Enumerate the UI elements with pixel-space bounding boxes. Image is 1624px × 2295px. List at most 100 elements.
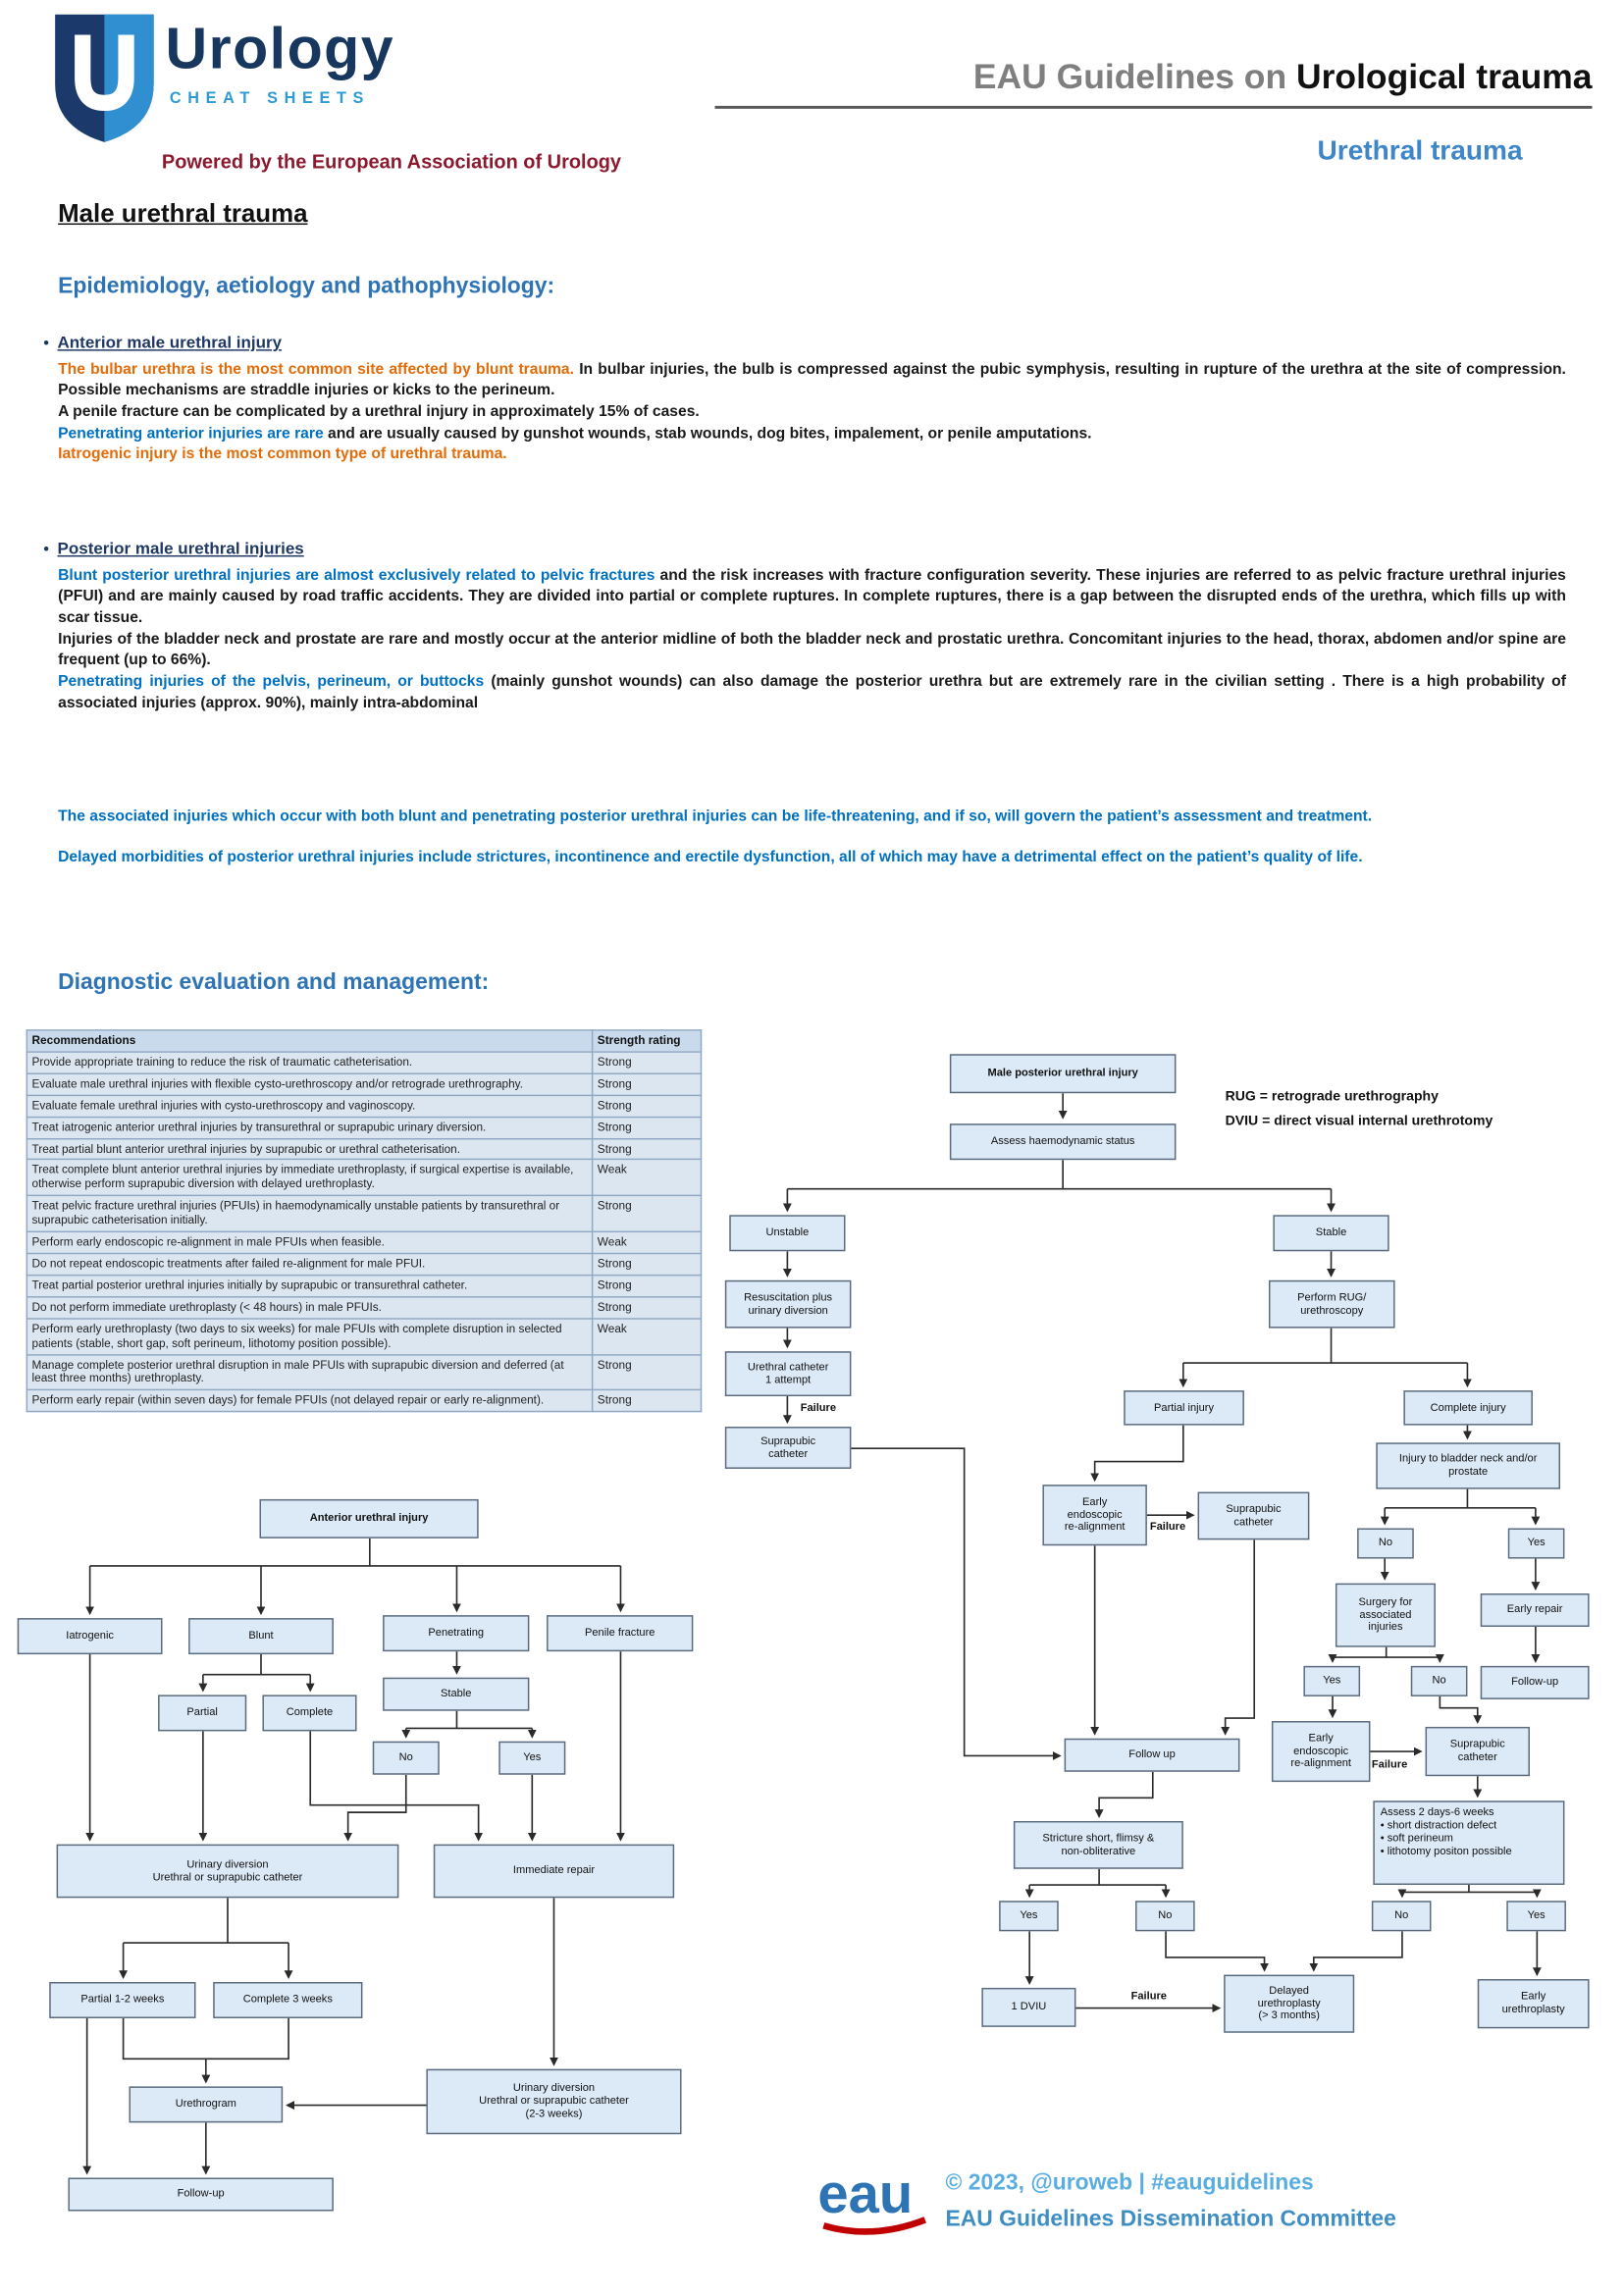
strength-rating: Weak	[591, 1159, 703, 1197]
node-yes-anterior: Yes	[498, 1741, 566, 1775]
node-surgery-associated-injuries: Surgery for associated injuries	[1335, 1583, 1436, 1647]
footer-copyright: © 2023, @uroweb | #eauguidelines	[945, 2170, 1314, 2196]
node-stricture-short-flimsy: Stricture short, flimsy & non-obliterati…	[1013, 1820, 1183, 1869]
anterior-bullet: Anterior male urethral injury	[43, 334, 1566, 356]
strength-rating: Weak	[591, 1317, 703, 1355]
eau-logo: eau	[817, 2163, 926, 2235]
table-row: Manage complete posterior urethral disru…	[26, 1353, 703, 1391]
recommendation-text: Treat partial blunt anterior urethral in…	[26, 1137, 594, 1161]
node-yes-4: Yes	[1506, 1901, 1566, 1932]
node-yes-1: Yes	[1507, 1528, 1565, 1559]
strength-rating: Strong	[591, 1051, 703, 1074]
table-row: Perform early urethroplasty (two days to…	[26, 1317, 703, 1355]
node-penile-fracture: Penile fracture	[547, 1615, 694, 1652]
table-row: Treat iatrogenic anterior urethral injur…	[26, 1116, 703, 1139]
legend-dviu: DVIU = direct visual internal urethrotom…	[1225, 1113, 1493, 1130]
node-suprapubic-catheter-3: Suprapubic catheter	[1425, 1726, 1530, 1777]
anterior-paragraph-2: A penile fracture can be complicated by …	[58, 402, 700, 421]
recommendation-text: Provide appropriate training to reduce t…	[26, 1051, 594, 1074]
node-no-3: No	[1135, 1901, 1195, 1932]
powered-by-text: Powered by the European Association of U…	[161, 150, 622, 173]
recommendation-text: Treat partial posterior urethral injurie…	[26, 1274, 594, 1298]
posterior-bullet: Posterior male urethral injuries	[43, 540, 1566, 562]
node-male-posterior-urethral-injury: Male posterior urethral injury	[949, 1054, 1177, 1094]
recommendation-text: Do not repeat endoscopic treatments afte…	[26, 1252, 594, 1277]
anterior-p1-highlight: The bulbar urethra is the most common si…	[58, 360, 575, 379]
urology-shield-icon	[55, 14, 154, 142]
posterior-p1-body: and the risk increases with fracture con…	[58, 566, 1566, 627]
node-anterior-urethral-injury: Anterior urethral injury	[259, 1498, 479, 1539]
node-urethral-catheter-1-attempt: Urethral catheter 1 attempt	[724, 1351, 852, 1397]
eau-logo-swoosh	[822, 2217, 926, 2235]
node-no-anterior: No	[372, 1741, 440, 1775]
node-resuscitation-urinary-diversion: Resuscitation plus urinary diversion	[724, 1279, 852, 1329]
node-no-2: No	[1410, 1665, 1468, 1696]
anterior-paragraph-1: The bulbar urethra is the most common si…	[58, 359, 1566, 401]
recommendation-text: Treat complete blunt anterior urethral i…	[26, 1159, 594, 1197]
posterior-paragraph-5: Delayed morbidities of posterior urethra…	[58, 847, 1363, 865]
label-failure-1: Failure	[800, 1400, 837, 1414]
recommendation-text: Treat pelvic fracture urethral injuries …	[26, 1194, 594, 1233]
strength-rating: Strong	[591, 1252, 703, 1277]
table-row: Perform early repair (within seven days)…	[26, 1389, 703, 1413]
strength-rating: Strong	[591, 1274, 703, 1298]
node-partial-anterior: Partial	[158, 1695, 247, 1732]
table-row: Treat complete blunt anterior urethral i…	[26, 1159, 703, 1197]
table-header-row: Recommendations Strength rating	[26, 1029, 703, 1053]
strength-rating: Strong	[591, 1072, 703, 1096]
node-immediate-repair: Immediate repair	[433, 1844, 675, 1899]
legend-rug: RUG = retrograde urethrography	[1225, 1088, 1439, 1106]
node-early-endoscopic-realignment-1: Early endoscopic re-alignment	[1042, 1485, 1147, 1546]
strength-rating: Strong	[591, 1094, 703, 1118]
node-blunt: Blunt	[188, 1618, 334, 1655]
node-partial-injury: Partial injury	[1124, 1390, 1244, 1426]
node-suprapubic-catheter-2: Suprapubic catheter	[1197, 1491, 1310, 1540]
strength-rating: Strong	[591, 1116, 703, 1139]
node-urinary-diversion: Urinary diversion Urethral or suprapubic…	[56, 1844, 399, 1899]
posterior-paragraph-3: Penetrating injuries of the pelvis, peri…	[58, 671, 1566, 713]
recommendation-text: Do not perform immediate urethroplasty (…	[26, 1295, 594, 1320]
node-assess-haemodynamic-status: Assess haemodynamic status	[949, 1123, 1177, 1161]
table-row: Perform early endoscopic re-alignment in…	[26, 1230, 703, 1255]
posterior-p3-body: (mainly gunshot wounds) can also damage …	[58, 672, 1566, 711]
section-heading-diagnostic: Diagnostic evaluation and management:	[58, 969, 490, 995]
recommendation-text: Perform early repair (within seven days)…	[26, 1389, 594, 1413]
table-header-strength-rating: Strength rating	[591, 1029, 703, 1053]
strength-rating: Strong	[591, 1137, 703, 1161]
posterior-p1-highlight: Blunt posterior urethral injuries are al…	[58, 566, 655, 585]
node-early-urethroplasty: Early urethroplasty	[1477, 1979, 1590, 2029]
recommendation-text: Treat iatrogenic anterior urethral injur…	[26, 1116, 594, 1139]
recommendation-text: Manage complete posterior urethral disru…	[26, 1353, 594, 1391]
eau-logo-text: eau	[817, 2163, 913, 2224]
node-assess-2days-6weeks: Assess 2 days-6 weeks • short distractio…	[1373, 1800, 1565, 1886]
node-urinary-diversion-2-3-weeks: Urinary diversion Urethral or suprapubic…	[426, 2068, 682, 2135]
posterior-paragraph-1: Blunt posterior urethral injuries are al…	[58, 565, 1566, 629]
node-injury-bladder-neck-prostate: Injury to bladder neck and/or prostate	[1376, 1442, 1561, 1489]
node-partial-1-2-weeks: Partial 1-2 weeks	[49, 1982, 196, 2018]
node-penetrating: Penetrating	[383, 1615, 530, 1652]
posterior-injury-section: Posterior male urethral injuries Blunt p…	[43, 540, 1566, 714]
node-complete-injury: Complete injury	[1403, 1390, 1533, 1426]
anterior-p1-body: In bulbar injuries, the bulb is compress…	[58, 360, 1566, 400]
recommendation-text: Evaluate female urethral injuries with c…	[26, 1094, 594, 1118]
anterior-paragraph-3: Penetrating anterior injuries are rare a…	[58, 423, 1566, 444]
anterior-paragraph-4: Iatrogenic injury is the most common typ…	[58, 445, 507, 463]
node-follow-up-2: Follow up	[1064, 1738, 1240, 1772]
posterior-p3-highlight: Penetrating injuries of the pelvis, peri…	[58, 672, 485, 691]
table-row: Do not perform immediate urethroplasty (…	[26, 1295, 703, 1320]
node-suprapubic-catheter-1: Suprapubic catheter	[724, 1427, 852, 1469]
anterior-p3-highlight: Penetrating anterior injuries are rare	[58, 424, 324, 443]
brand-tagline: CHEAT SHEETS	[169, 89, 371, 108]
strength-rating: Weak	[591, 1230, 703, 1255]
node-complete-anterior: Complete	[262, 1695, 357, 1732]
node-iatrogenic: Iatrogenic	[17, 1618, 163, 1655]
node-unstable: Unstable	[729, 1215, 846, 1252]
page-title: Male urethral trauma	[58, 198, 308, 228]
table-row: Evaluate male urethral injuries with fle…	[26, 1072, 703, 1096]
node-no-4: No	[1371, 1901, 1432, 1932]
recommendation-text: Evaluate male urethral injuries with fle…	[26, 1072, 594, 1096]
label-failure-2: Failure	[1149, 1519, 1186, 1533]
node-urethrogram: Urethrogram	[129, 2086, 284, 2123]
node-stable-anterior: Stable	[383, 1677, 530, 1711]
